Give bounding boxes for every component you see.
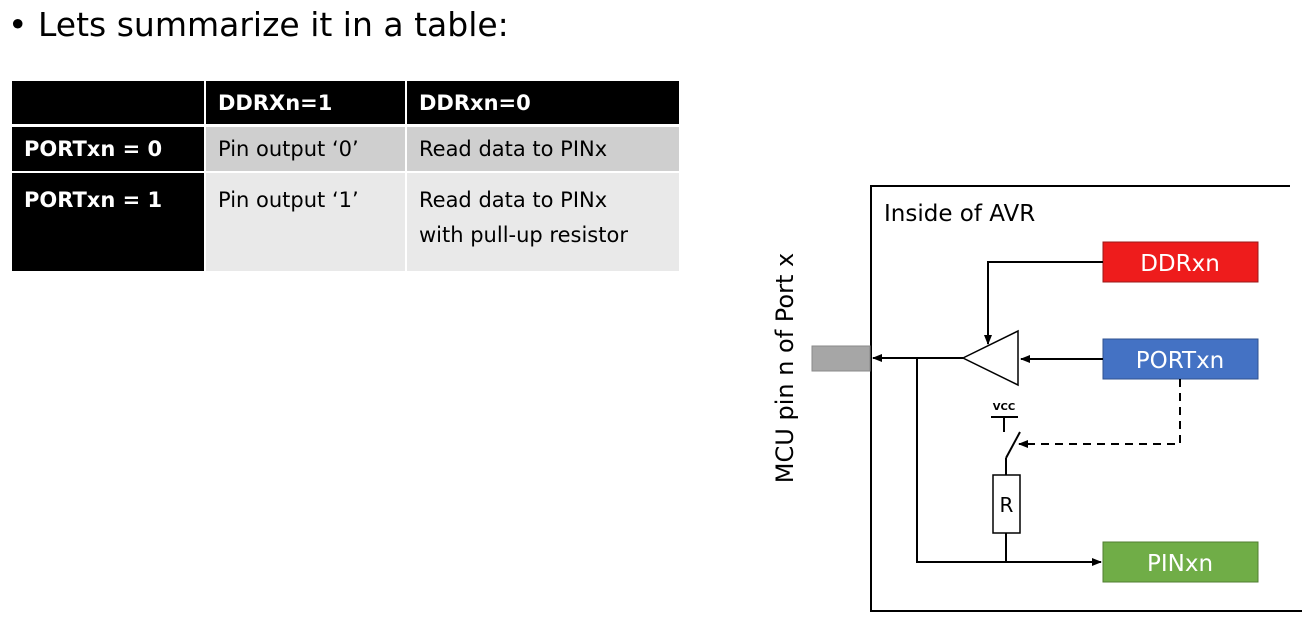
- pullup-control-dashed-wire: [1018, 379, 1181, 448]
- pin-read-wire: [916, 358, 1102, 566]
- ddrxn-register-label: DDRxn: [1140, 251, 1220, 277]
- table-row: PORTxn = 0 Pin output ‘0’ Read data to P…: [12, 127, 679, 173]
- ddrxn-control-wire: [984, 261, 1103, 345]
- pinxn-register-label: PINxn: [1147, 551, 1213, 577]
- pullup-switch: [1005, 431, 1021, 459]
- cell-text-line-2: with pull-up resistor: [419, 223, 628, 247]
- vcc-label: VCC: [993, 402, 1015, 413]
- pullup-resistor: [992, 474, 1021, 534]
- heading-text: Lets summarize it in a table:: [38, 4, 509, 44]
- portxn-register-box: [1102, 338, 1259, 380]
- summary-table: DDRXn=1 DDRxn=0 PORTxn = 0 Pin output ‘0…: [12, 81, 679, 271]
- cell-text-line-1: Read data to PINx: [419, 188, 608, 212]
- row-header-portxn-0: PORTxn = 0: [12, 127, 206, 173]
- table-cell: Pin output ‘1’: [206, 173, 407, 271]
- pin-label: MCU pin n of Port x: [771, 253, 799, 483]
- table-cell: Read data to PINx: [407, 127, 679, 173]
- avr-box-label: Inside of AVR: [884, 201, 1035, 227]
- slide-heading: • Lets summarize it in a table:: [8, 0, 509, 48]
- cell-text: Read data to PINx: [419, 137, 608, 161]
- pinxn-register-box: [1102, 541, 1259, 583]
- table-header-row: DDRXn=1 DDRxn=0: [12, 81, 679, 127]
- table-cell: Read data to PINx with pull-up resistor: [407, 173, 679, 271]
- table-row: PORTxn = 1 Pin output ‘1’ Read data to P…: [12, 173, 679, 271]
- table-cell: Pin output ‘0’: [206, 127, 407, 173]
- mcu-pin-stub: [811, 345, 871, 372]
- cell-text: Pin output ‘1’: [218, 188, 359, 212]
- ddrxn-register-box: [1102, 241, 1259, 283]
- bullet-point: •: [8, 4, 28, 44]
- portxn-register-label: PORTxn: [1136, 348, 1225, 374]
- row-header-portxn-1: PORTxn = 1: [12, 173, 206, 271]
- column-header-ddrxn-1: DDRXn=1: [206, 81, 407, 127]
- avr-boundary: [870, 185, 1302, 612]
- tristate-buffer: [961, 329, 1019, 387]
- column-header-ddrxn-0: DDRxn=0: [407, 81, 679, 127]
- cell-text: Pin output ‘0’: [218, 137, 359, 161]
- table-corner-cell: [12, 81, 206, 127]
- resistor-label: R: [1000, 493, 1014, 517]
